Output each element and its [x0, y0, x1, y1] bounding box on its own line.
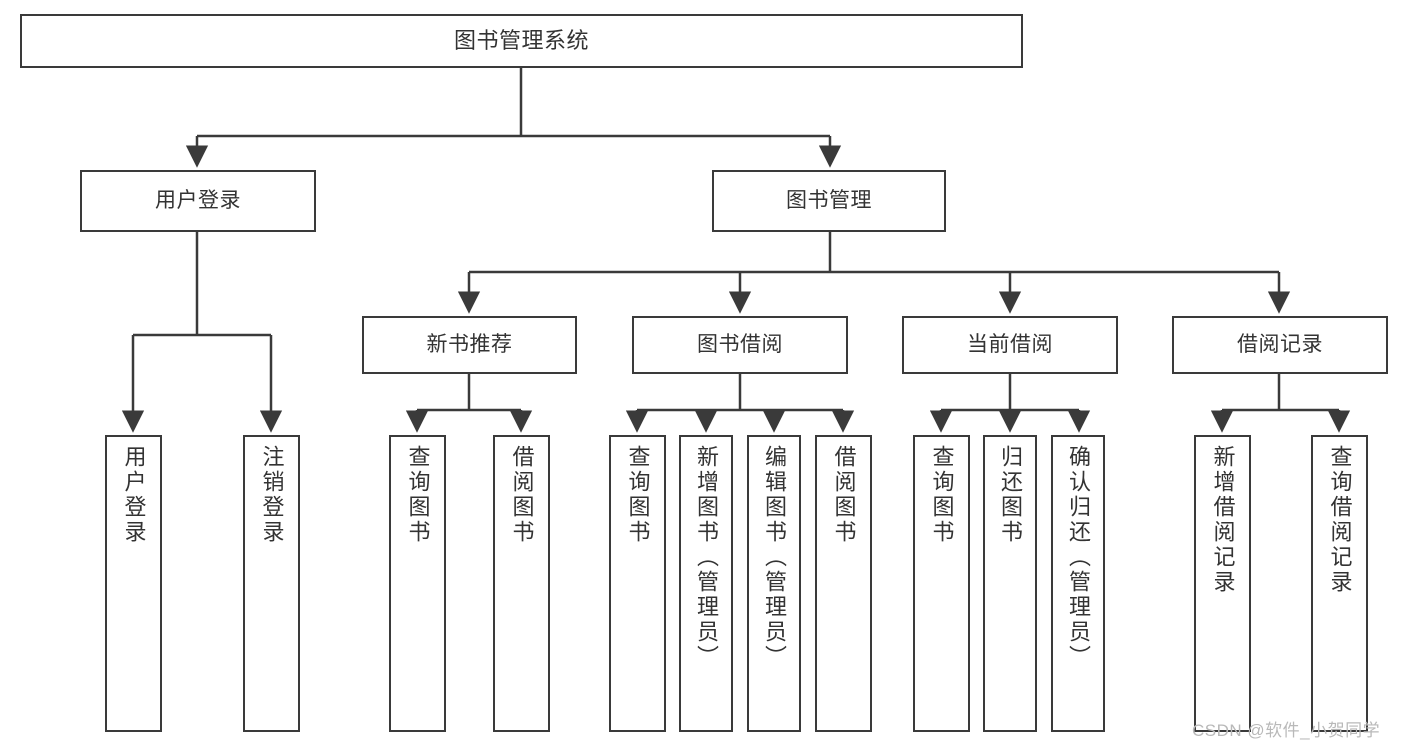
node-label: 归还图书: [998, 445, 1023, 545]
node-label: 当前借阅: [967, 333, 1053, 357]
node-label: 图书管理: [786, 189, 872, 213]
node-label: 图书管理系统: [453, 27, 589, 53]
node-label: 查询图书: [929, 445, 955, 545]
node-leaf-borrow-book[interactable]: 借阅图书: [815, 435, 872, 732]
node-leaf-borrow-book-recommend[interactable]: 借阅图书: [493, 435, 550, 732]
node-label: 借阅图书: [509, 445, 535, 545]
node-label: 借阅图书: [831, 445, 857, 545]
node-leaf-query-book-recommend[interactable]: 查询图书: [389, 435, 446, 732]
node-user-login[interactable]: 用户登录: [80, 170, 316, 232]
node-label: 用户登录: [155, 189, 241, 213]
node-leaf-add-book-admin[interactable]: 新增图书（管理员）: [679, 435, 733, 732]
node-label: 查询图书: [405, 445, 431, 545]
csdn-watermark: CSDN @软件_小贺同学: [1192, 721, 1381, 740]
node-label: 注销登录: [259, 445, 285, 545]
node-borrow-record[interactable]: 借阅记录: [1172, 316, 1388, 374]
node-leaf-edit-book-admin[interactable]: 编辑图书（管理员）: [747, 435, 801, 732]
node-label: 查询图书: [625, 445, 651, 545]
node-leaf-query-book-borrow[interactable]: 查询图书: [609, 435, 666, 732]
node-label: 新书推荐: [426, 333, 513, 357]
node-label: 新增借阅记录: [1210, 445, 1236, 595]
node-root-book-management-system[interactable]: 图书管理系统: [20, 14, 1023, 68]
node-leaf-return-book[interactable]: 归还图书: [983, 435, 1037, 732]
node-label: 编辑图书（管理员）: [762, 445, 787, 670]
node-book-borrow[interactable]: 图书借阅: [632, 316, 848, 374]
node-label: 查询借阅记录: [1327, 445, 1353, 595]
node-label: 新增图书（管理员）: [694, 445, 719, 670]
node-book-management[interactable]: 图书管理: [712, 170, 946, 232]
node-label: 借阅记录: [1237, 333, 1323, 357]
node-current-borrow[interactable]: 当前借阅: [902, 316, 1118, 374]
node-leaf-query-book-current[interactable]: 查询图书: [913, 435, 970, 732]
node-leaf-logout[interactable]: 注销登录: [243, 435, 300, 732]
node-new-book-recommend[interactable]: 新书推荐: [362, 316, 577, 374]
node-leaf-user-login[interactable]: 用户登录: [105, 435, 162, 732]
node-leaf-confirm-return-admin[interactable]: 确认归还（管理员）: [1051, 435, 1105, 732]
node-label: 用户登录: [121, 445, 147, 545]
node-leaf-query-borrow-record[interactable]: 查询借阅记录: [1311, 435, 1368, 732]
node-leaf-add-borrow-record[interactable]: 新增借阅记录: [1194, 435, 1251, 732]
node-label: 确认归还（管理员）: [1066, 445, 1091, 670]
node-label: 图书借阅: [697, 333, 783, 357]
